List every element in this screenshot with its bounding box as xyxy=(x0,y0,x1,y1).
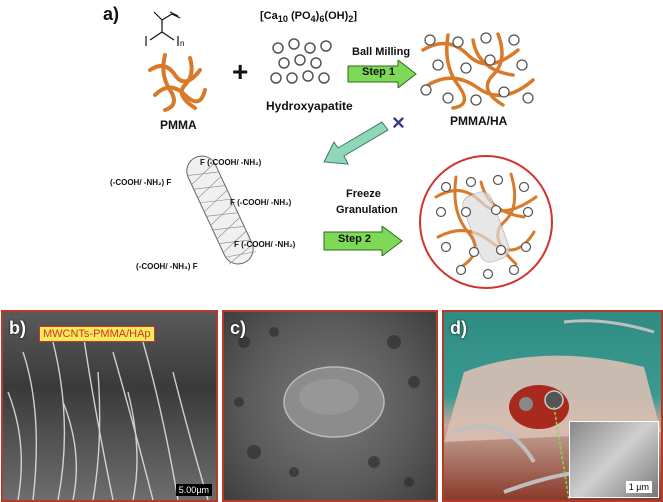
panel-b-badge: MWCNTs-PMMA/HAp xyxy=(39,326,155,342)
step2-top-label-1: Freeze xyxy=(346,188,381,200)
cnt-label-1: F (-COOH/ -NH₂) xyxy=(200,158,262,167)
porous-surface xyxy=(234,327,420,487)
carbon-nanotube xyxy=(186,155,257,265)
step2-label: Step 2 xyxy=(338,233,372,245)
pmma-label: PMMA xyxy=(160,118,197,132)
cnt-label-2: (-COOH/ -NH₂) F xyxy=(110,178,172,187)
panel-d-scale-bar: 1 µm xyxy=(625,481,652,493)
step1-arrow-icon xyxy=(347,60,417,88)
panel-d-sem-inset: 1 µm xyxy=(569,421,659,498)
panel-c-letter: c) xyxy=(230,318,247,338)
panel-d-surgery-photo: 1 µm d) xyxy=(442,310,663,502)
pmma-ha-composite xyxy=(420,32,535,110)
pmma-polymer-strands xyxy=(148,53,207,112)
poly-n-subscript: n xyxy=(180,39,184,48)
plus-icon: + xyxy=(232,56,249,87)
panel-c-sem-image: c) xyxy=(222,310,438,502)
ha-formula: [Ca10 (PO4)6(OH)2] xyxy=(260,10,357,25)
step2-top-label-2: Granulation xyxy=(336,204,398,216)
granule-circle xyxy=(419,155,553,289)
cnt-label-3: F (-COOH/ -NH₂) xyxy=(230,198,292,207)
surgery-scene xyxy=(444,319,661,500)
panel-a-letter: a) xyxy=(103,4,120,24)
pmma-monomer-structure: n xyxy=(145,11,184,48)
step1-top-label: Ball Milling xyxy=(352,46,411,58)
panel-d-letter: d) xyxy=(450,318,467,338)
panel-b-letter: b) xyxy=(9,318,26,338)
cnt-label-4: F (-COOH/ -NH₂) xyxy=(234,240,296,249)
pmma-ha-label: PMMA/HA xyxy=(450,114,508,128)
hydroxyapatite-label: Hydroxyapatite xyxy=(266,99,353,113)
step1-label: Step 1 xyxy=(362,66,396,78)
cross-icon: × xyxy=(392,110,405,135)
step2-arrow-icon xyxy=(323,226,403,256)
panel-b-scale-bar: 5.00µm xyxy=(175,484,212,496)
panel-b-sem-image: b) MWCNTs-PMMA/HAp 5.00µm xyxy=(1,310,218,502)
cnt-label-5: (-COOH/ -NH₃) F xyxy=(136,262,198,271)
hydroxyapatite-particles xyxy=(270,38,332,84)
diagonal-arrow-icon xyxy=(323,121,389,165)
